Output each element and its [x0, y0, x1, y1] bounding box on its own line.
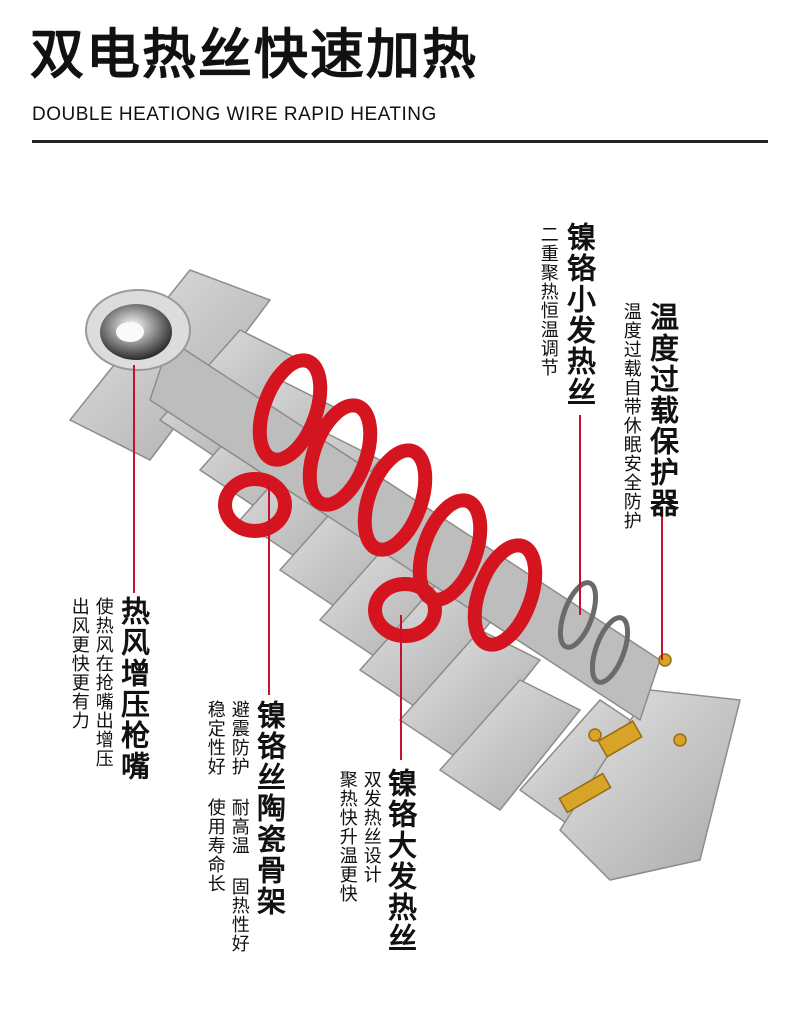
nozzle-graphic [85, 289, 191, 371]
callout-line-big-wire [400, 615, 402, 760]
page-subtitle: DOUBLE HEATIONG WIRE RAPID HEATING [32, 104, 437, 125]
label-big-wire-desc-1: 双发热丝设计 [360, 770, 382, 884]
label-ceramic-desc-2: 稳定性好 使用寿命长 [204, 700, 226, 893]
label-nozzle-desc-2: 出风更快更有力 [68, 597, 90, 730]
label-nozzle-desc-1: 使热风在抢嘴出增压 [92, 597, 114, 768]
header-divider [32, 140, 768, 143]
label-thermal-protector-title: 温度过载保护器 [645, 302, 680, 519]
red-coils [218, 353, 543, 652]
small-coils [557, 580, 631, 685]
label-small-wire-desc-1: 二重聚热恒温调节 [537, 225, 559, 377]
callout-line-ceramic [268, 480, 270, 695]
label-big-wire-title: 镍铬大发热丝 [383, 768, 418, 954]
label-big-wire-desc-2: 聚热快升温更快 [336, 770, 358, 903]
label-small-wire-title: 镍铬小发热丝 [562, 222, 597, 408]
brass-terminals [558, 653, 687, 814]
callout-line-nozzle [133, 365, 135, 593]
label-thermal-protector-desc-1: 温度过载自带休眠安全防护 [620, 302, 642, 530]
page-title: 双电热丝快速加热 [30, 23, 478, 86]
label-ceramic-desc-1: 避震防护 耐高温 固热性好 [228, 700, 250, 953]
callout-line-small-wire [579, 415, 581, 615]
label-ceramic-title: 镍铬丝陶瓷骨架 [252, 700, 287, 917]
callout-line-thermal-protector [661, 515, 663, 660]
label-nozzle-title: 热风增压枪嘴 [116, 596, 151, 782]
